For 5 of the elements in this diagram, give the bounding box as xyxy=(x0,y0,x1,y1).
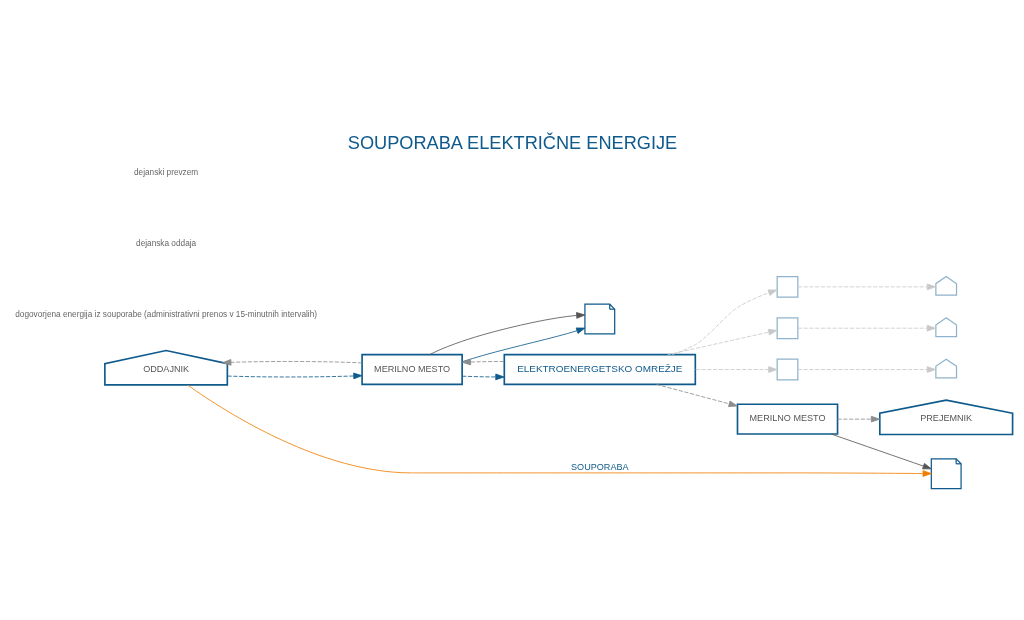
edge-label: SOUPORABA xyxy=(570,462,629,473)
legend-label: dogovorjena energija iz souporabe (administrativni prenos v 15-minutnih intervalih) xyxy=(14,310,317,320)
diagram-title: SOUPORABA ELEKTRIČNE ENERGIJE xyxy=(347,133,677,154)
legend-label: dejanska oddaja xyxy=(135,238,196,248)
legend-label: dejanski prevzem xyxy=(133,167,198,177)
